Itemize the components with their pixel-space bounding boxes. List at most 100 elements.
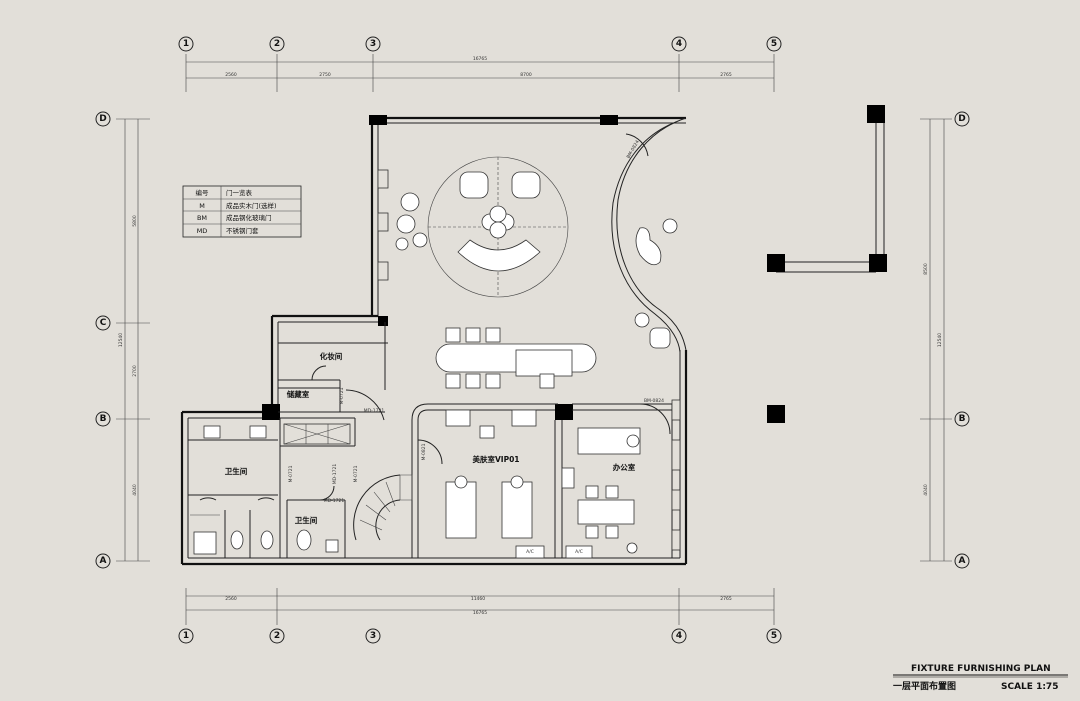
- axis-label: B: [100, 414, 107, 424]
- door-tag: MD-1721: [332, 464, 338, 485]
- axis-label: D: [99, 114, 106, 124]
- dim-top-seg: 2765: [720, 72, 732, 78]
- column: [600, 115, 618, 125]
- axis-label: B: [959, 414, 966, 424]
- spiral-stair: [353, 474, 413, 541]
- axis-label: 3: [370, 631, 376, 641]
- axis-label: 2: [274, 631, 280, 641]
- door-tag: M-0721: [288, 465, 294, 482]
- dim-top-seg: 2750: [319, 72, 331, 78]
- column: [262, 404, 280, 420]
- building-walls: [180, 115, 688, 566]
- dim-bottom-seg: 11460: [471, 596, 485, 602]
- door-tag: BM-0824: [626, 139, 641, 159]
- office-furniture: [561, 399, 681, 559]
- ac-tag: A/C: [575, 549, 583, 555]
- interior-partitions: [188, 322, 673, 558]
- armchair: [459, 171, 489, 199]
- axis-bubbles-right: D B A: [954, 111, 970, 569]
- wc-fixtures: [190, 425, 339, 555]
- dim-bottom-seg: 2560: [225, 596, 237, 602]
- toilet: [230, 530, 244, 550]
- axis-grid: [116, 54, 952, 625]
- room-label-vip: 美肤室VIP01: [472, 454, 519, 464]
- axis-label: A: [959, 556, 966, 566]
- dim-top-seg: 8700: [520, 72, 532, 78]
- column: [767, 405, 785, 423]
- axis-bubbles-left: D C B A: [95, 111, 111, 569]
- room-label-storage: 储藏室: [287, 389, 310, 399]
- column: [867, 105, 885, 123]
- dim-right-total: 12540: [937, 333, 943, 347]
- axis-bubbles-top: 1 2 3 4 5: [178, 36, 782, 52]
- treatment-bed: [445, 481, 477, 539]
- room-label-makeup: 化妆间: [320, 351, 343, 361]
- door-tag: BM-0824: [644, 398, 664, 404]
- dim-bottom-seg: 2765: [720, 596, 732, 602]
- door-tag: M-0721: [353, 465, 359, 482]
- column: [555, 404, 573, 420]
- axis-label: 4: [676, 39, 682, 49]
- room-labels: 化妆间 储藏室 卫生间 卫生间 美肤室VIP01 办公室: [225, 351, 636, 525]
- door-tag: MD-1721: [364, 408, 385, 414]
- title-block: FIXTURE FURNISHING PLAN 一层平面布置图 SCALE 1:…: [893, 664, 1068, 692]
- title-en: FIXTURE FURNISHING PLAN: [911, 664, 1051, 674]
- axis-label: A: [100, 556, 107, 566]
- door-tag: MD-1721: [324, 498, 345, 504]
- door-tag: M-0721: [339, 387, 345, 404]
- axis-label: 2: [274, 39, 280, 49]
- detached-structure: [767, 105, 887, 423]
- armchair: [511, 171, 541, 199]
- treatment-bed: [501, 481, 533, 539]
- dimension-labels: 16765 2560 2750 8700 2765 2560 11460 276…: [118, 56, 943, 616]
- axis-label: 5: [771, 631, 777, 641]
- axis-bubbles-bottom: 1 2 3 4 5: [178, 628, 782, 644]
- axis-label: C: [100, 318, 107, 328]
- room-label-wc: 卫生间: [225, 466, 248, 476]
- room-label-office: 办公室: [613, 462, 636, 472]
- legend-desc: 成品实木门(选样): [226, 201, 277, 210]
- legend-code: M: [199, 202, 205, 210]
- door-swings: [311, 133, 649, 421]
- dim-right-seg: 4040: [923, 484, 929, 496]
- door-legend-table: 编号 门一览表 M 成品实木门(选样) BM 成品钢化玻璃门 MD 不锈钢门套: [182, 185, 302, 238]
- lounge-area: [377, 156, 678, 349]
- axis-label: 1: [183, 631, 189, 641]
- office-desk: [577, 499, 635, 525]
- legend-code: BM: [197, 214, 207, 222]
- dim-top-total: 16765: [473, 56, 487, 62]
- column: [369, 115, 387, 125]
- legend-header-title: 门一览表: [226, 188, 253, 197]
- toilet: [260, 530, 274, 550]
- axis-label: 5: [771, 39, 777, 49]
- axis-label: 3: [370, 39, 376, 49]
- dim-top-seg: 2560: [225, 72, 237, 78]
- dim-left-total: 12540: [118, 333, 124, 347]
- sink: [249, 425, 267, 439]
- column: [378, 316, 388, 326]
- vip-furniture: [417, 409, 545, 559]
- axis-label: 1: [183, 39, 189, 49]
- dim-left-seg: 2700: [132, 365, 138, 377]
- ac-tag: A/C: [526, 549, 534, 555]
- column: [767, 254, 785, 272]
- dim-bottom-total: 16765: [473, 610, 487, 616]
- room-label-wc-small: 卫生间: [295, 515, 318, 525]
- planter: [635, 227, 662, 266]
- dim-left-seg: 4040: [132, 484, 138, 496]
- curved-sofa: [457, 239, 541, 272]
- legend-desc: 成品钢化玻璃门: [226, 213, 272, 222]
- axis-label: 4: [676, 631, 682, 641]
- title-cn: 一层平面布置图: [893, 680, 956, 692]
- axis-label: D: [958, 114, 965, 124]
- toilet: [296, 529, 312, 551]
- sink: [203, 425, 221, 439]
- dim-left-seg: 5800: [132, 215, 138, 227]
- door-tag: M-0821: [421, 443, 427, 460]
- legend-code: MD: [197, 227, 208, 235]
- column: [869, 254, 887, 272]
- title-scale: SCALE 1:75: [1001, 682, 1058, 692]
- legend-header-code: 编号: [196, 188, 210, 197]
- dining-bar: [435, 327, 597, 389]
